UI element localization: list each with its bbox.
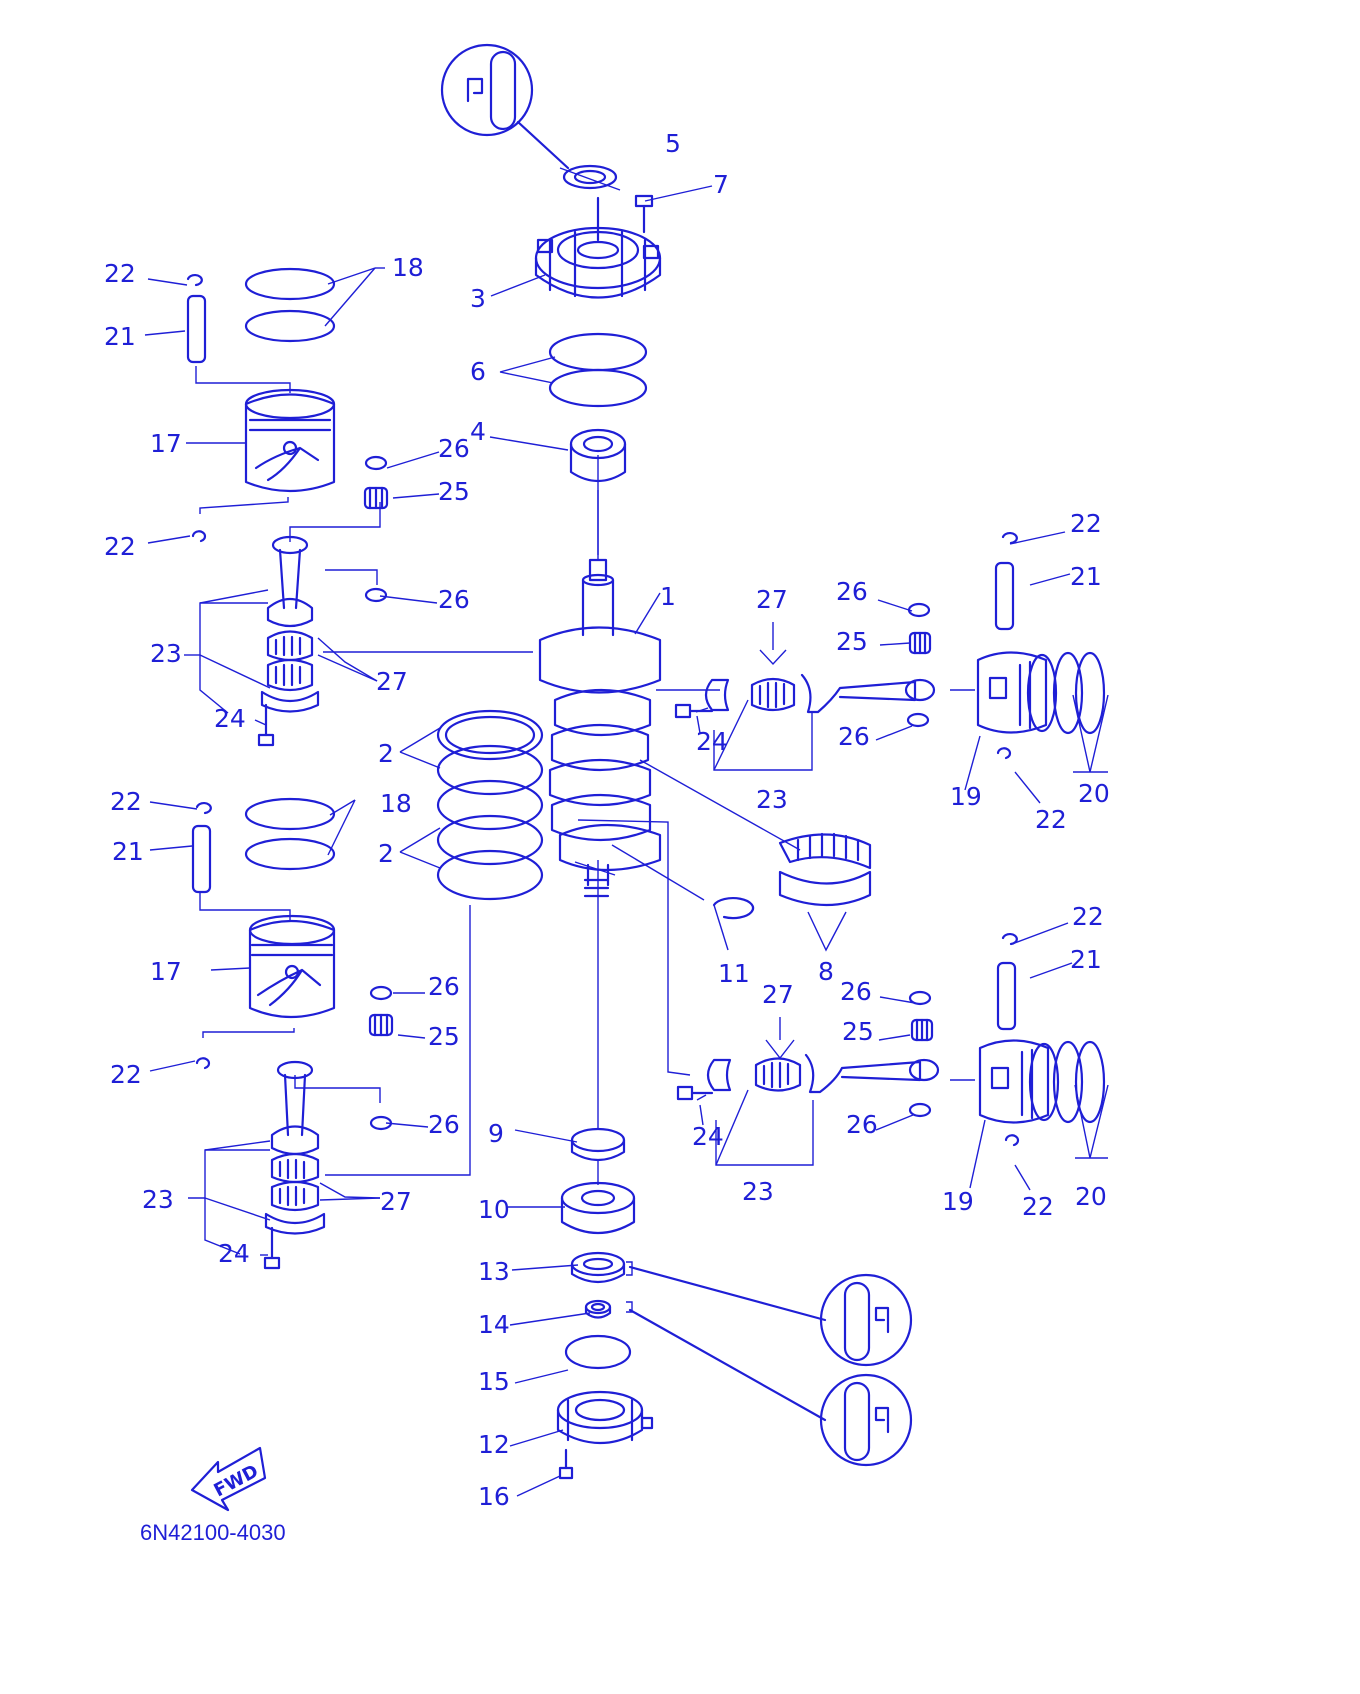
callout-25: 25 [438,477,470,506]
callout-9: 9 [488,1119,504,1148]
callout-3: 3 [470,284,486,313]
callout-2: 2 [378,839,394,868]
callout-5: 5 [665,129,681,158]
bearing-housing-3 [534,196,662,299]
callout-21: 21 [1070,945,1102,974]
callout-26: 26 [846,1110,878,1139]
left-lower-piston-assembly [191,797,394,1270]
callout-19: 19 [950,782,982,811]
right-upper-piston-assembly [674,532,1106,760]
callout-2: 2 [378,739,394,768]
callout-26: 26 [428,972,460,1001]
callout-8: 8 [818,957,834,986]
callout-23: 23 [756,785,788,814]
callout-16: 16 [478,1482,510,1511]
callout-21: 21 [104,322,136,351]
detail-bubble-middle [819,1273,913,1367]
callout-25: 25 [842,1017,874,1046]
callout-22: 22 [1070,509,1102,538]
callout-27: 27 [380,1187,412,1216]
detail-bubble-bottom [819,1373,913,1467]
o-rings-6 [548,332,648,408]
callout-15: 15 [478,1367,510,1396]
callout-22: 22 [110,787,142,816]
callout-24: 24 [214,704,246,733]
callout-19: 19 [942,1187,974,1216]
oil-seal-5 [562,164,618,190]
main-bearing-8 [778,832,872,952]
diagram-part-code: 6N42100-4030 [140,1520,286,1545]
piston-rings-2 [436,709,544,901]
callout-24: 24 [692,1122,724,1151]
callout-21: 21 [1070,562,1102,591]
callout-18: 18 [392,253,424,282]
callout-6: 6 [470,357,486,386]
callout-22: 22 [1035,805,1067,834]
left-upper-piston-assembly [186,267,389,747]
callout-22: 22 [104,259,136,288]
callout-23: 23 [150,639,182,668]
callout-24: 24 [218,1239,250,1268]
callout-27: 27 [762,980,794,1009]
callout-22: 22 [1022,1192,1054,1221]
callout-17: 17 [150,429,182,458]
callout-26: 26 [836,577,868,606]
callout-27: 27 [376,667,408,696]
callout-22: 22 [1072,902,1104,931]
callout-23: 23 [742,1177,774,1206]
callout-26: 26 [840,977,872,1006]
fwd-arrow-icon: FWD [190,1446,267,1512]
callout-26: 26 [428,1110,460,1139]
needle-bearing-4 [569,428,627,555]
snap-ring-11 [712,896,755,920]
callout-26: 26 [838,722,870,751]
callout-11: 11 [718,959,750,988]
callout-25: 25 [836,627,868,656]
callout-20: 20 [1078,779,1110,808]
detail-bubble-top [440,43,534,137]
bottom-stack [556,1127,654,1480]
callout-20: 20 [1075,1182,1107,1211]
right-lower-piston-assembly [676,933,1106,1147]
callout-10: 10 [478,1195,510,1224]
callout-27: 27 [756,585,788,614]
callout-23: 23 [142,1185,174,1214]
callout-22: 22 [110,1060,142,1089]
callout-24: 24 [696,727,728,756]
callout-7: 7 [713,170,729,199]
callout-4: 4 [470,417,486,446]
callout-26: 26 [438,434,470,463]
callout-13: 13 [478,1257,510,1286]
callout-14: 14 [478,1310,510,1339]
callout-26: 26 [438,585,470,614]
callout-22: 22 [104,532,136,561]
callout-25: 25 [428,1022,460,1051]
callout-17: 17 [150,957,182,986]
crankshaft-1 [538,558,662,898]
callout-21: 21 [112,837,144,866]
callout-18: 18 [380,789,412,818]
callout-12: 12 [478,1430,510,1459]
callout-1: 1 [660,582,676,611]
leader-lines [144,120,1109,1497]
bolt-7 [634,194,654,234]
callout-labels: 1 2 2 3 4 5 6 7 8 9 10 11 12 13 14 15 16… [104,129,1110,1511]
